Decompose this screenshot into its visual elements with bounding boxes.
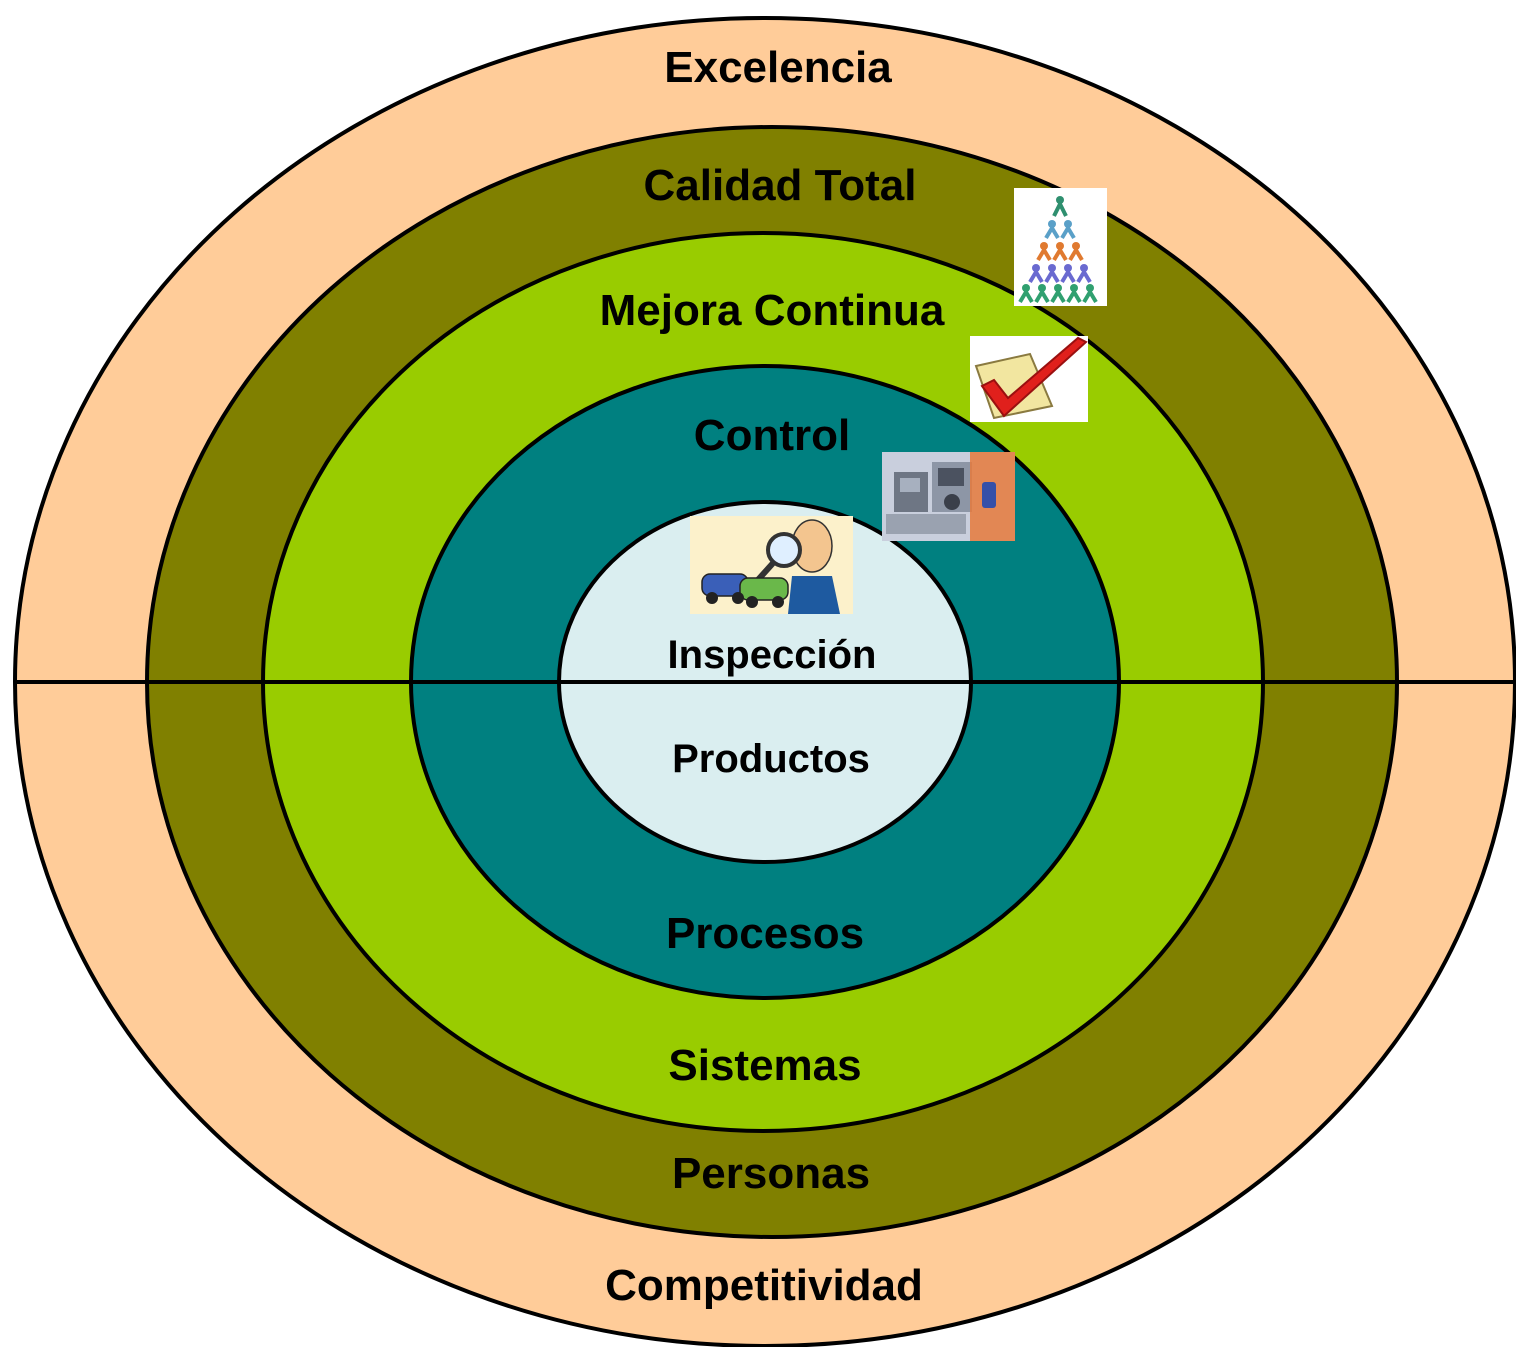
label-calidad-total: Calidad Total	[644, 161, 917, 210]
label-control: Control	[694, 411, 850, 460]
label-sistemas: Sistemas	[668, 1041, 861, 1090]
label-competitividad: Competitividad	[605, 1261, 923, 1310]
inspector-magnifier-icon	[690, 516, 853, 614]
label-procesos: Procesos	[666, 909, 864, 958]
checkmark-icon	[970, 336, 1088, 422]
machinery-photo-icon	[882, 452, 1015, 541]
label-excelencia: Excelencia	[664, 43, 892, 92]
people-pyramid-icon	[1014, 188, 1107, 306]
label-inspeccion: Inspección	[668, 633, 877, 677]
label-productos: Productos	[672, 737, 870, 781]
label-mejora-continua: Mejora Continua	[600, 286, 945, 335]
label-personas: Personas	[672, 1149, 870, 1198]
